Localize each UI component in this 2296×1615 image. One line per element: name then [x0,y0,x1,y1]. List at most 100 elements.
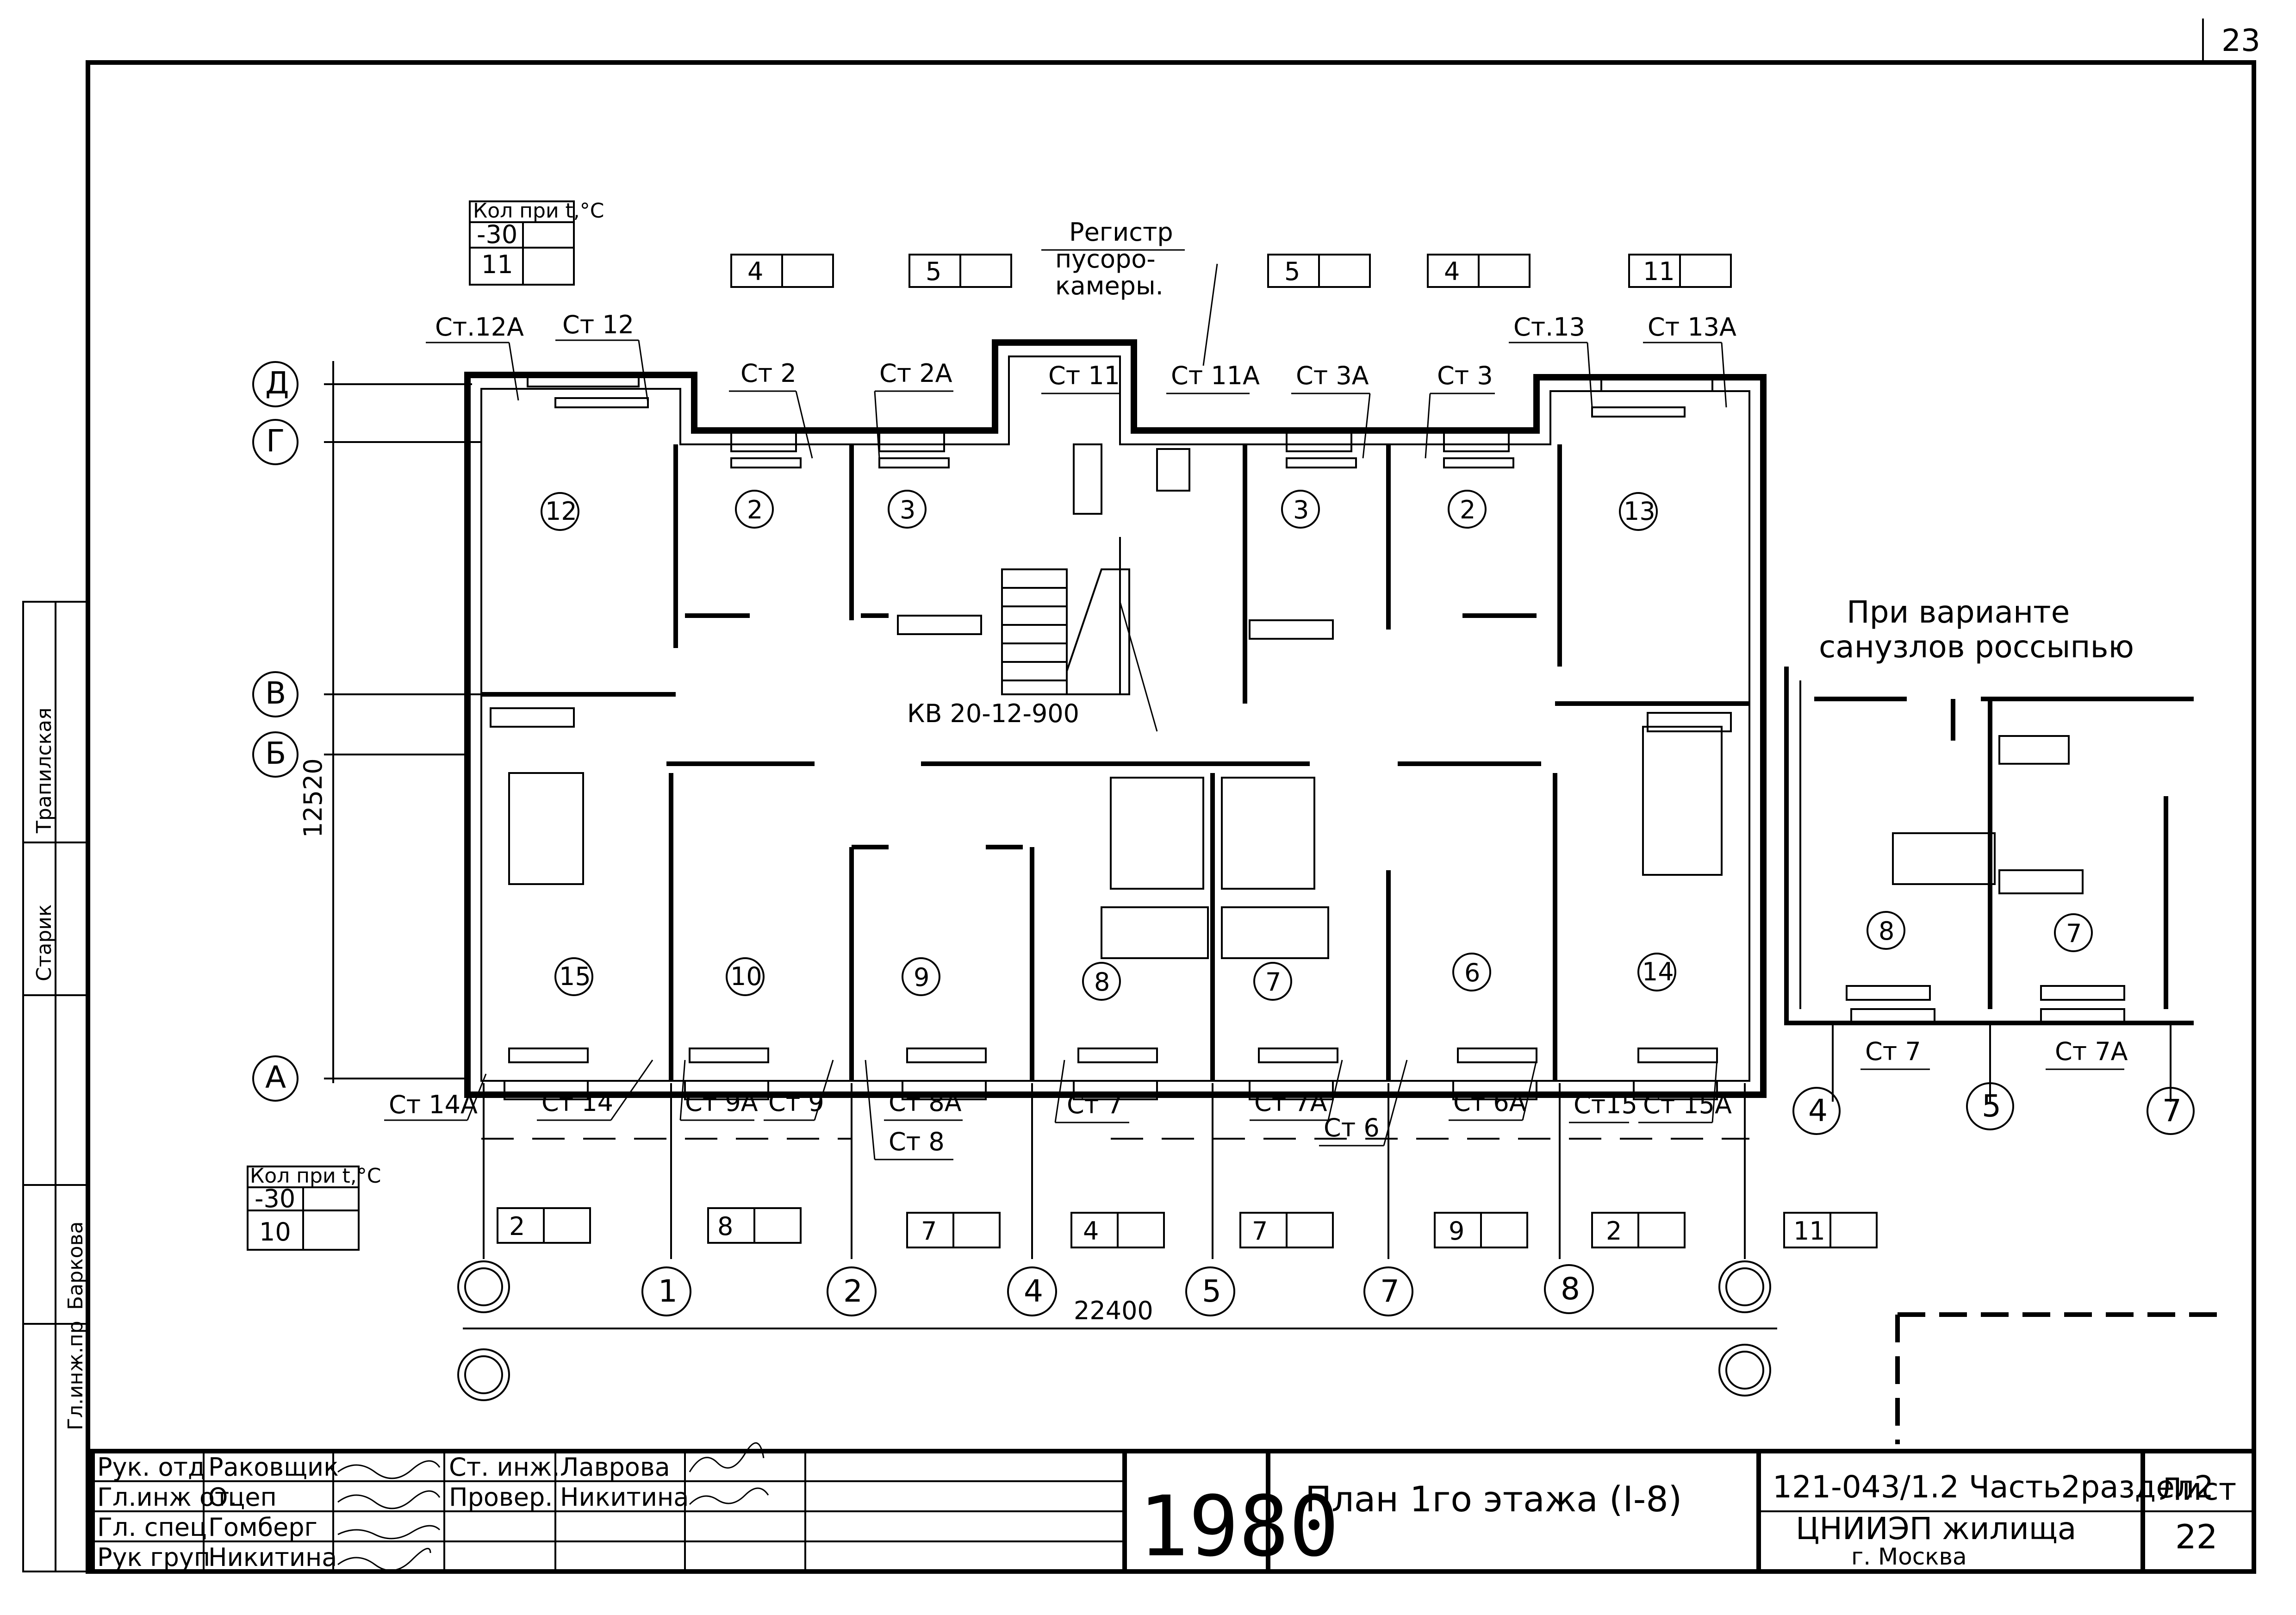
bottom-box-5: 7 [1252,1216,1268,1246]
riser-st12a: Ст.12А [435,312,524,342]
room-9: 9 [914,963,929,992]
axis-marker-letter [252,671,299,717]
room-circles [541,490,1676,1001]
axis-number-8: 8 [1561,1271,1580,1307]
axis-marker-number [641,1266,691,1316]
sheet-number: 22 [2175,1517,2218,1556]
riser-st8: Ст 8 [889,1127,945,1156]
register-label-1: Регистр [1069,218,1173,247]
room-15: 15 [559,962,591,991]
qty-bottom-temp: -30 [255,1184,295,1213]
axis-number-2: 2 [843,1273,863,1309]
stamp-role-3: Гл. спец [97,1513,207,1542]
top-box-4: 4 [1444,257,1460,286]
axis-marker-letter [252,731,299,778]
stair-label: КВ 20-12-900 [907,699,1079,728]
riser-st8a: Ст 8А [889,1088,962,1117]
stamp-role-4: Рук груп [97,1543,210,1572]
bottom-box-2: 8 [717,1212,733,1241]
blank-area [1895,1312,2217,1444]
riser-st2a: Ст 2А [879,359,952,388]
stair-leader [1119,601,1158,732]
variant-room-circle [2054,913,2093,952]
year: 1980 [1139,1478,1339,1575]
variant-axis-marker [2147,1087,2195,1135]
axis-number-5: 5 [1202,1273,1221,1309]
stamp-name-1: Раковщик [208,1453,339,1482]
dim-height: 12520 [299,758,328,838]
variant-label-1: При варианте [1847,594,2070,630]
riser-st13: Ст.13 [1513,312,1585,342]
axis-marker-number [1363,1266,1413,1316]
staircase [1001,443,1190,695]
riser-st9a: Ст 9А [685,1088,758,1117]
stamp-name-2: Оцеп [208,1483,277,1512]
windows-top [527,372,1713,468]
axis-marker-letter [252,1055,299,1102]
top-box-1: 4 [747,257,763,286]
room-7: 7 [1265,967,1281,997]
axis-letter-a: А [265,1060,286,1095]
side-stamp-name3: Трапилская [32,708,56,834]
axis-marker-number [1185,1266,1235,1316]
axis-letter-g: Г [266,423,285,459]
sheet-code: 121-043/1.2 Часть2раздел2 [1773,1469,2214,1505]
riser-st3: Ст 3 [1437,361,1493,390]
axis-marker-number [827,1266,877,1316]
bottom-box-7: 2 [1606,1216,1622,1246]
axis-lines-letters [324,361,481,1083]
axis-number-1: 1 [658,1273,678,1309]
riser-st13a: Ст 13А [1648,312,1736,342]
variant-axis-7: 7 [2162,1093,2182,1129]
side-stamp: Гл.инж.пр Баркова Старик Трапилская [22,601,89,1572]
corner-number: 23 [2221,23,2260,58]
axis-end-markers [457,1260,1771,1401]
bottom-box-1: 2 [509,1212,525,1241]
bottom-box-4: 4 [1083,1216,1099,1246]
riser-st6: Ст 6 [1324,1113,1380,1142]
variant-riser-st7a: Ст 7А [2055,1037,2128,1066]
room-8: 8 [1094,967,1110,997]
riser-st6a: Ст 6А [1453,1088,1526,1117]
qty-bottom-count: 10 [259,1217,291,1247]
riser-st15: Ст15 [1574,1090,1637,1119]
dim-width: 22400 [1074,1296,1153,1325]
riser-st7: Ст 7 [1067,1090,1123,1119]
room-14: 14 [1642,957,1674,986]
riser-st15a: Ст 15А [1643,1090,1732,1119]
room-13: 13 [1624,497,1655,526]
sheet-frame [86,60,2256,1574]
qty-bottom-header: Кол при t,°C [250,1164,381,1188]
axis-marker-letter [252,419,299,465]
sheet-title: План 1го этажа (I-8) [1305,1478,1682,1520]
bottom-box-6: 9 [1449,1216,1464,1246]
title-block [90,1449,2256,1574]
axis-marker-number [1007,1266,1057,1316]
axis-number-4: 4 [1024,1273,1043,1309]
register-leader [1202,263,1218,366]
stamp-role2-2: Провер. [449,1483,553,1512]
bathroom-blocks [490,615,1732,959]
riser-st9: Ст 9 [768,1088,824,1117]
sheet-label: Лист [2159,1472,2236,1507]
stamp-role-2: Гл.инж от. [97,1483,237,1512]
signatures [337,1442,769,1571]
register-label-3: камеры. [1055,271,1164,300]
variant-axis-4: 4 [1808,1093,1828,1129]
top-box-3: 5 [1284,257,1300,286]
qty-top-temp: -30 [477,220,517,249]
variant-axis-marker [1966,1082,2014,1130]
variant-room-7: 7 [2066,919,2082,948]
bottom-box-3: 7 [921,1216,937,1246]
axis-letter-v: В [265,675,286,711]
variant-room-8: 8 [1879,917,1894,946]
top-box-2: 5 [926,257,941,286]
riser-bottom-leaders [384,1060,1718,1160]
axis-marker-letter [252,361,299,407]
riser-top-leaders [426,339,1727,459]
axis-number-7: 7 [1380,1273,1400,1309]
stamp-name-4: Никитина [208,1543,337,1572]
axis-lines-numbers [463,1083,1777,1329]
axis-marker-number [1544,1264,1594,1314]
